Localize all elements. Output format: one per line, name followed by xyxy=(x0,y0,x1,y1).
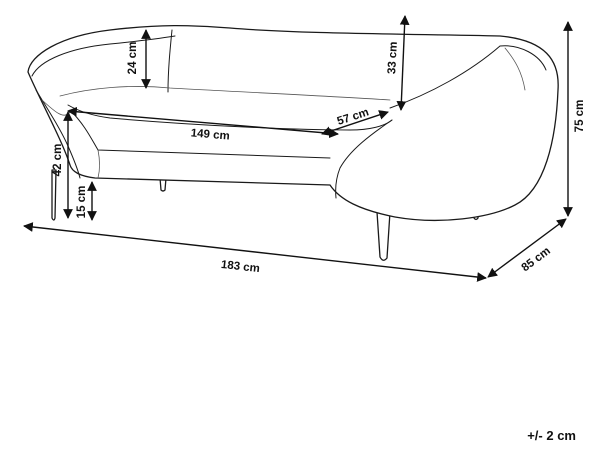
seat-width-dimension-line xyxy=(67,106,339,139)
seat-height-label: 42 cm xyxy=(52,144,64,177)
armrest-inner-shadow xyxy=(504,47,526,91)
armrest-inner-curve xyxy=(389,45,547,109)
armrest-height-dimension-line xyxy=(396,15,410,111)
backrest-inner-edge xyxy=(31,35,176,77)
backrest-height-label: 24 cm xyxy=(127,42,139,75)
backrest-seam xyxy=(167,29,173,93)
back-left-leg xyxy=(159,177,167,192)
front-left-leg xyxy=(51,169,57,221)
leg-height-label: 15 cm xyxy=(76,186,88,219)
backrest-cushion-line xyxy=(59,86,391,101)
front-panel-seam xyxy=(97,149,100,179)
depth-dimension-line xyxy=(487,218,567,278)
front-right-leg xyxy=(376,211,391,261)
tolerance-note: +/- 2 cm xyxy=(527,428,576,443)
seat-depth-dimension-line xyxy=(321,110,389,136)
width-label: 183 cm xyxy=(220,259,260,275)
sofa-outer-body xyxy=(27,24,559,221)
armrest-height-label: 33 cm xyxy=(386,41,400,74)
width-dimension-line xyxy=(23,222,487,282)
seat-width-label: 149 cm xyxy=(190,127,230,142)
height-label: 75 cm xyxy=(574,100,586,133)
dimension-lines xyxy=(23,15,573,282)
sofa-illustration xyxy=(27,24,559,261)
